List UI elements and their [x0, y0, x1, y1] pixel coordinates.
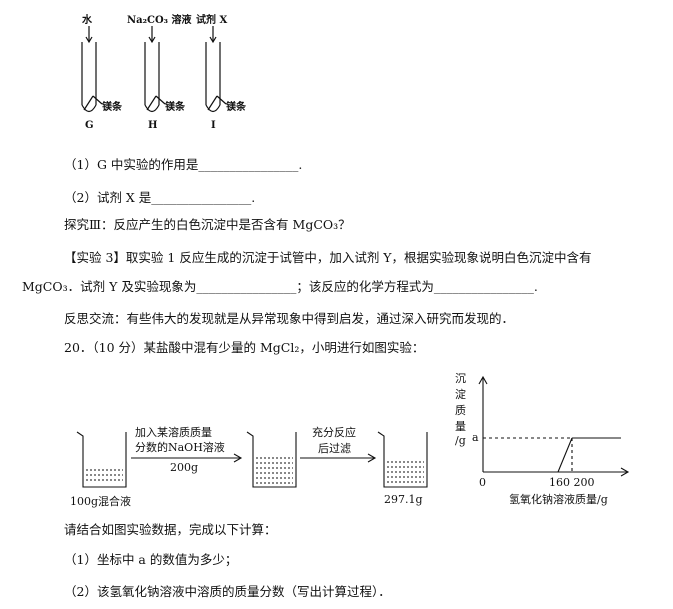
graph-ylabel-3: 质 [455, 404, 466, 417]
inquiry-3-heading: 探究Ⅲ：反应产生的白色沉淀中是否含有 MgCO₃？ [64, 217, 351, 232]
reagent-x-label: 试剂 X [196, 15, 228, 26]
tube-g-letter: G [85, 120, 94, 131]
calc-question-2: （2）该氢氧化钠溶液中溶质的质量分数（写出计算过程）． [64, 584, 391, 599]
problem-20-statement: 20．（10 分）某盐酸中混有少量的 MgCl₂，小明进行如图实验： [64, 340, 425, 355]
beaker3-label: 297.1g [384, 493, 423, 506]
tube-i-letter: I [211, 120, 216, 131]
reagent-na2co3-label: Na₂CO₃ 溶液 [127, 15, 192, 26]
experiment-3-line2: MgCO₃．试剂 Y 及实验现象为________________；该反应的化学… [22, 279, 538, 294]
arrow2-label-line2: 后过滤 [318, 442, 351, 455]
graph-xticks: 160 200 [549, 476, 595, 489]
graph-ylabel-1: 沉 [455, 372, 466, 385]
calc-question-1: （1）坐标中 a 的数值为多少； [64, 552, 238, 567]
question-g-purpose: （1）G 中实验的作用是________________. [64, 157, 303, 172]
precipitate-graph [478, 375, 630, 477]
graph-ylabel-5: /g [455, 434, 466, 447]
arrow1-label-line2: 分数的NaOH溶液 [135, 441, 225, 454]
tube-h-letter: H [148, 120, 158, 131]
reflection-text: 反思交流：有些伟大的发现就是从异常现象中得到启发，通过深入研究而发现的． [64, 311, 515, 326]
question-reagent-x: （2）试剂 X 是________________. [64, 190, 256, 205]
mg-label-g: 镁条 [102, 102, 122, 113]
graph-ylabel-4: 量 [455, 420, 466, 433]
mg-label-h: 镁条 [165, 102, 185, 113]
graph-ylabel-2: 淀 [455, 388, 466, 401]
arrow2-label-line1: 充分反应 [312, 426, 356, 439]
graph-origin: 0 [479, 476, 486, 489]
graph-xlabel: 氢氧化钠溶液质量/g [509, 493, 608, 506]
arrow1-label-line1: 加入某溶质质量 [135, 426, 212, 439]
calc-instruction: 请结合如图实验数据，完成以下计算： [64, 522, 277, 537]
reagent-water-label: 水 [82, 15, 92, 26]
experiment-3-line1: 【实验 3】取实验 1 反应生成的沉淀于试管中，加入试剂 Y，根据实验现象说明白… [64, 250, 592, 265]
mg-label-i: 镁条 [226, 102, 246, 113]
graph-ytick-a: a [472, 431, 479, 444]
arrow1-label-line3: 200g [170, 461, 199, 474]
beaker1-label: 100g混合液 [70, 495, 132, 508]
